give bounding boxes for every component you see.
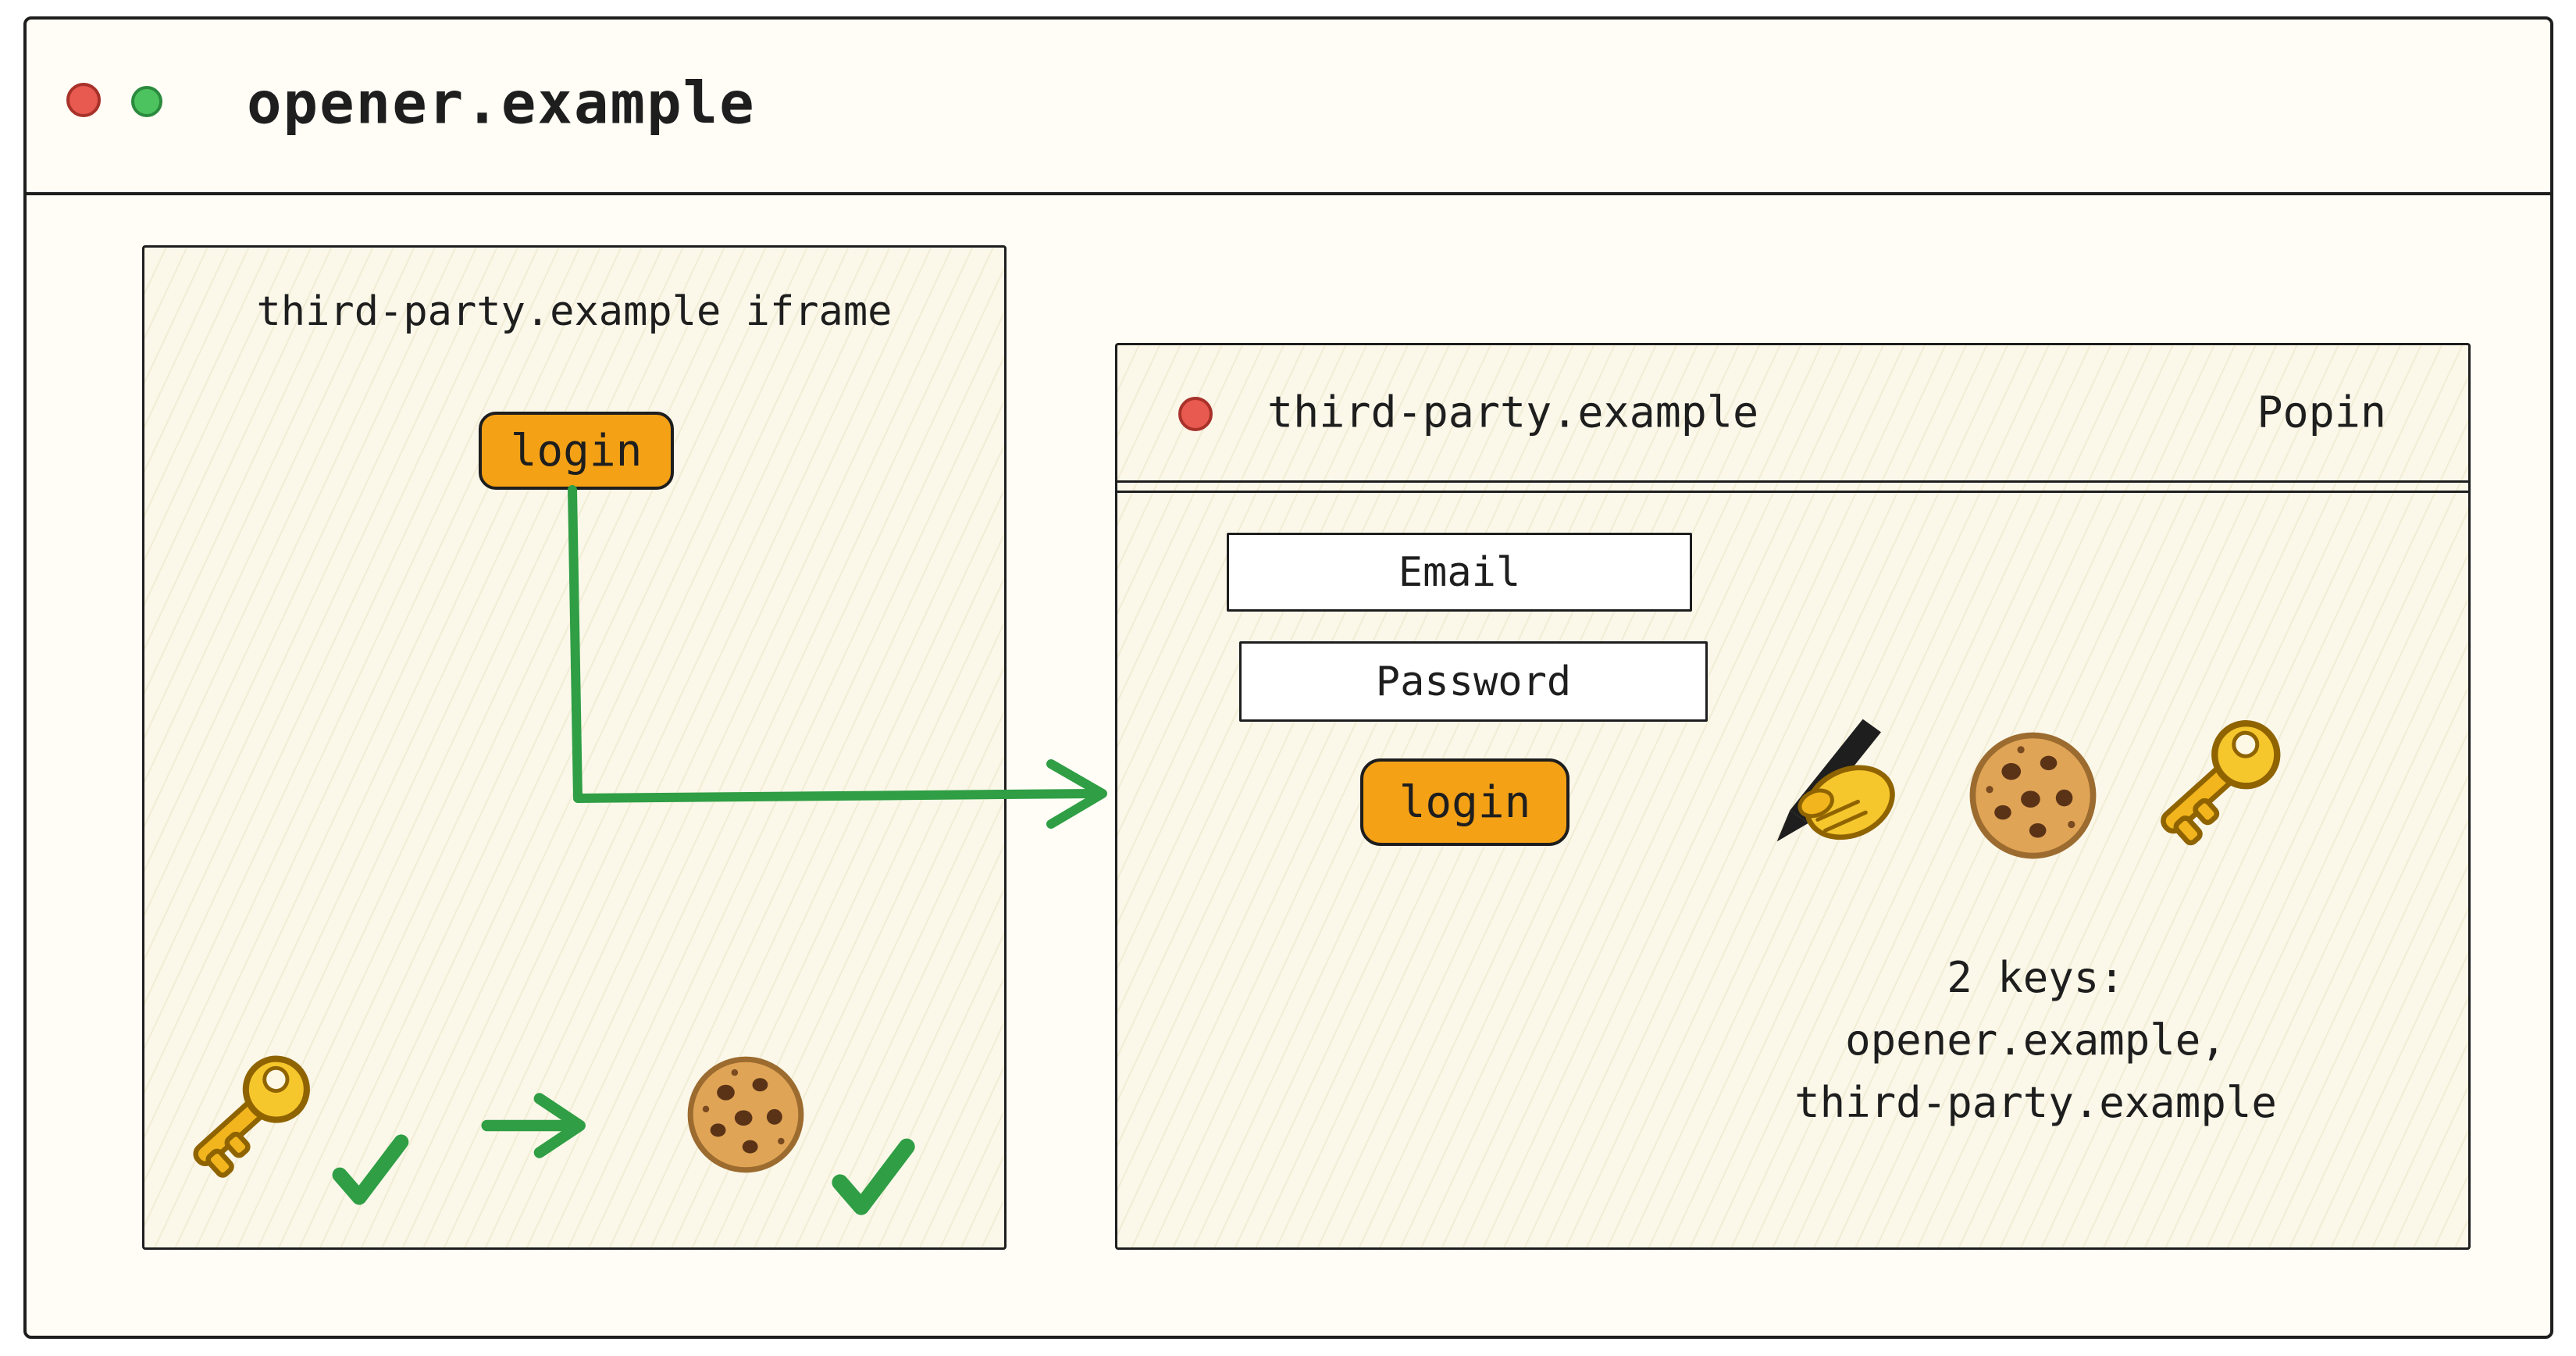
popin-title: third-party.example	[1267, 387, 1759, 437]
email-input[interactable]	[1227, 533, 1692, 612]
popin-login-button[interactable]: login	[1360, 758, 1569, 846]
checkmark-icon	[824, 1127, 921, 1225]
opener-browser-window: opener.example third-party.example ifram…	[23, 16, 2553, 1339]
keys-note-line: third-party.example	[1794, 1078, 2277, 1127]
key-icon	[2139, 705, 2295, 861]
keys-note: 2 keys: opener.example, third-party.exam…	[1645, 947, 2426, 1134]
checkmark-icon	[325, 1124, 415, 1214]
cookie-icon	[679, 1048, 812, 1181]
iframe-label: third-party.example iframe	[256, 288, 893, 335]
popin-window: third-party.example Popin login	[1115, 343, 2471, 1250]
popin-titlebar: third-party.example Popin	[1117, 345, 2468, 483]
browser-titlebar: opener.example	[27, 20, 2550, 195]
iframe-login-button[interactable]: login	[479, 412, 674, 490]
popin-window-control-red[interactable]	[1178, 397, 1213, 431]
third-party-iframe: third-party.example iframe login	[142, 245, 1007, 1250]
browser-title: opener.example	[247, 70, 756, 137]
popin-header-underline	[1117, 491, 2468, 493]
arrow-right-icon	[479, 1088, 596, 1163]
keys-note-line: 2 keys:	[1947, 953, 2125, 1002]
window-control-red[interactable]	[66, 83, 101, 117]
writing-hand-icon	[1756, 714, 1912, 870]
keys-note-line: opener.example,	[1845, 1015, 2226, 1065]
password-input[interactable]	[1239, 641, 1708, 722]
popin-label: Popin	[2257, 387, 2386, 437]
key-icon	[172, 1040, 324, 1193]
cookie-icon	[1961, 723, 2105, 868]
window-control-green[interactable]	[131, 86, 162, 117]
